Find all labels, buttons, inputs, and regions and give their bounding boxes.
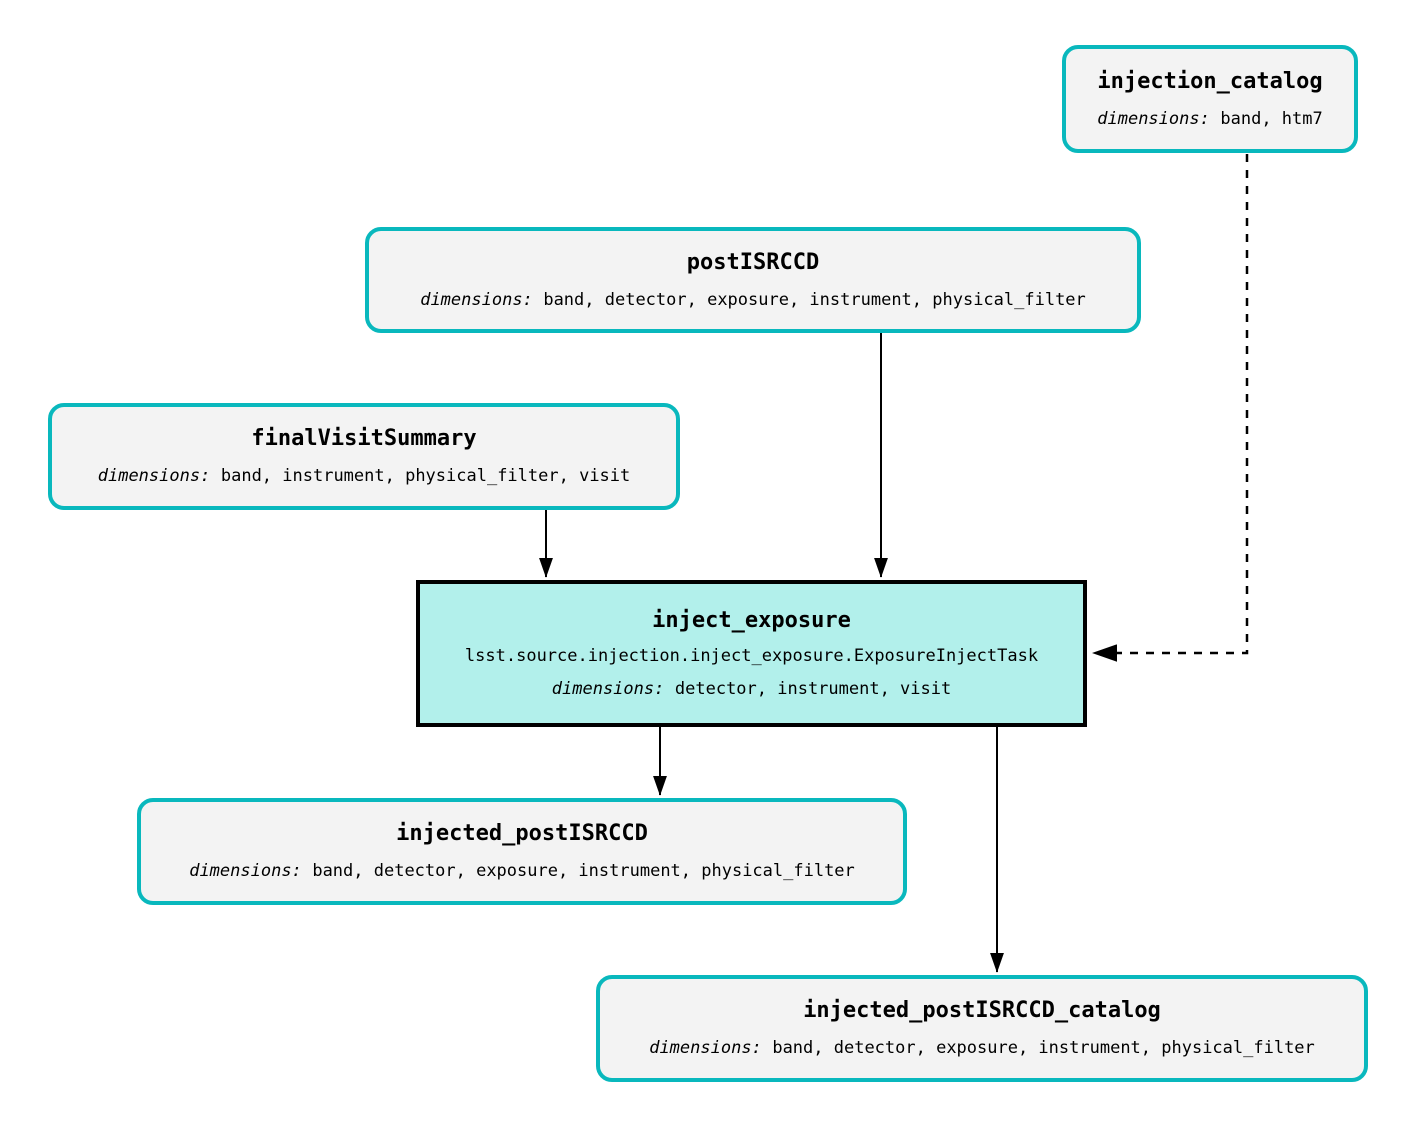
node-injected-postisrccd: injected_postISRCCD dimensions: band, det… [137, 798, 907, 905]
node-title: injected_postISRCCD [396, 821, 648, 847]
dimensions-value: detector, instrument, visit [674, 678, 952, 699]
node-title: inject_exposure [652, 607, 851, 633]
node-injection-catalog: injection_catalog dimensions: band, htm7 [1062, 45, 1358, 153]
dimensions-label: dimensions: [97, 466, 211, 487]
dimensions-value: band, detector, exposure, instrument, ph… [312, 861, 855, 882]
node-title: postISRCCD [686, 249, 820, 275]
task-class-path: lsst.source.injection.inject_exposure.Ex… [464, 645, 1039, 666]
dimensions-label: dimensions: [420, 289, 533, 310]
dimensions-value: band, instrument, physical_filter, visit [220, 466, 631, 487]
node-final-visit-summary: finalVisitSummary dimensions: band, instr… [48, 403, 680, 510]
node-title: injection_catalog [1097, 68, 1323, 94]
dimensions-label: dimensions: [189, 861, 302, 882]
dimensions-value: band, detector, exposure, instrument, ph… [772, 1038, 1315, 1059]
node-dimensions: dimensions: band, detector, exposure, ins… [189, 862, 855, 881]
node-dimensions: dimensions: band, instrument, physical_fi… [98, 467, 631, 486]
node-dimensions: dimensions: band, detector, exposure, ins… [420, 289, 1086, 310]
node-title: finalVisitSummary [251, 426, 477, 452]
node-dimensions: dimensions: band, detector, exposure, ins… [649, 1039, 1315, 1058]
node-postisrccd: postISRCCD dimensions: band, detector, ex… [365, 227, 1141, 333]
dimensions-value: band, htm7 [1220, 108, 1323, 129]
dimensions-label: dimensions: [551, 678, 665, 699]
node-injected-postisrccd-catalog: injected_postISRCCD_catalog dimensions: b… [596, 975, 1368, 1082]
node-inject-exposure-task: inject_exposure lsst.source.injection.in… [416, 580, 1087, 727]
node-dimensions: dimensions: band, htm7 [1097, 108, 1323, 129]
dimensions-value: band, detector, exposure, instrument, ph… [543, 289, 1086, 310]
node-dimensions: dimensions: detector, instrument, visit [551, 678, 952, 699]
node-title: injected_postISRCCD_catalog [803, 998, 1161, 1024]
dimensions-label: dimensions: [1097, 108, 1210, 129]
dimensions-label: dimensions: [649, 1038, 762, 1059]
